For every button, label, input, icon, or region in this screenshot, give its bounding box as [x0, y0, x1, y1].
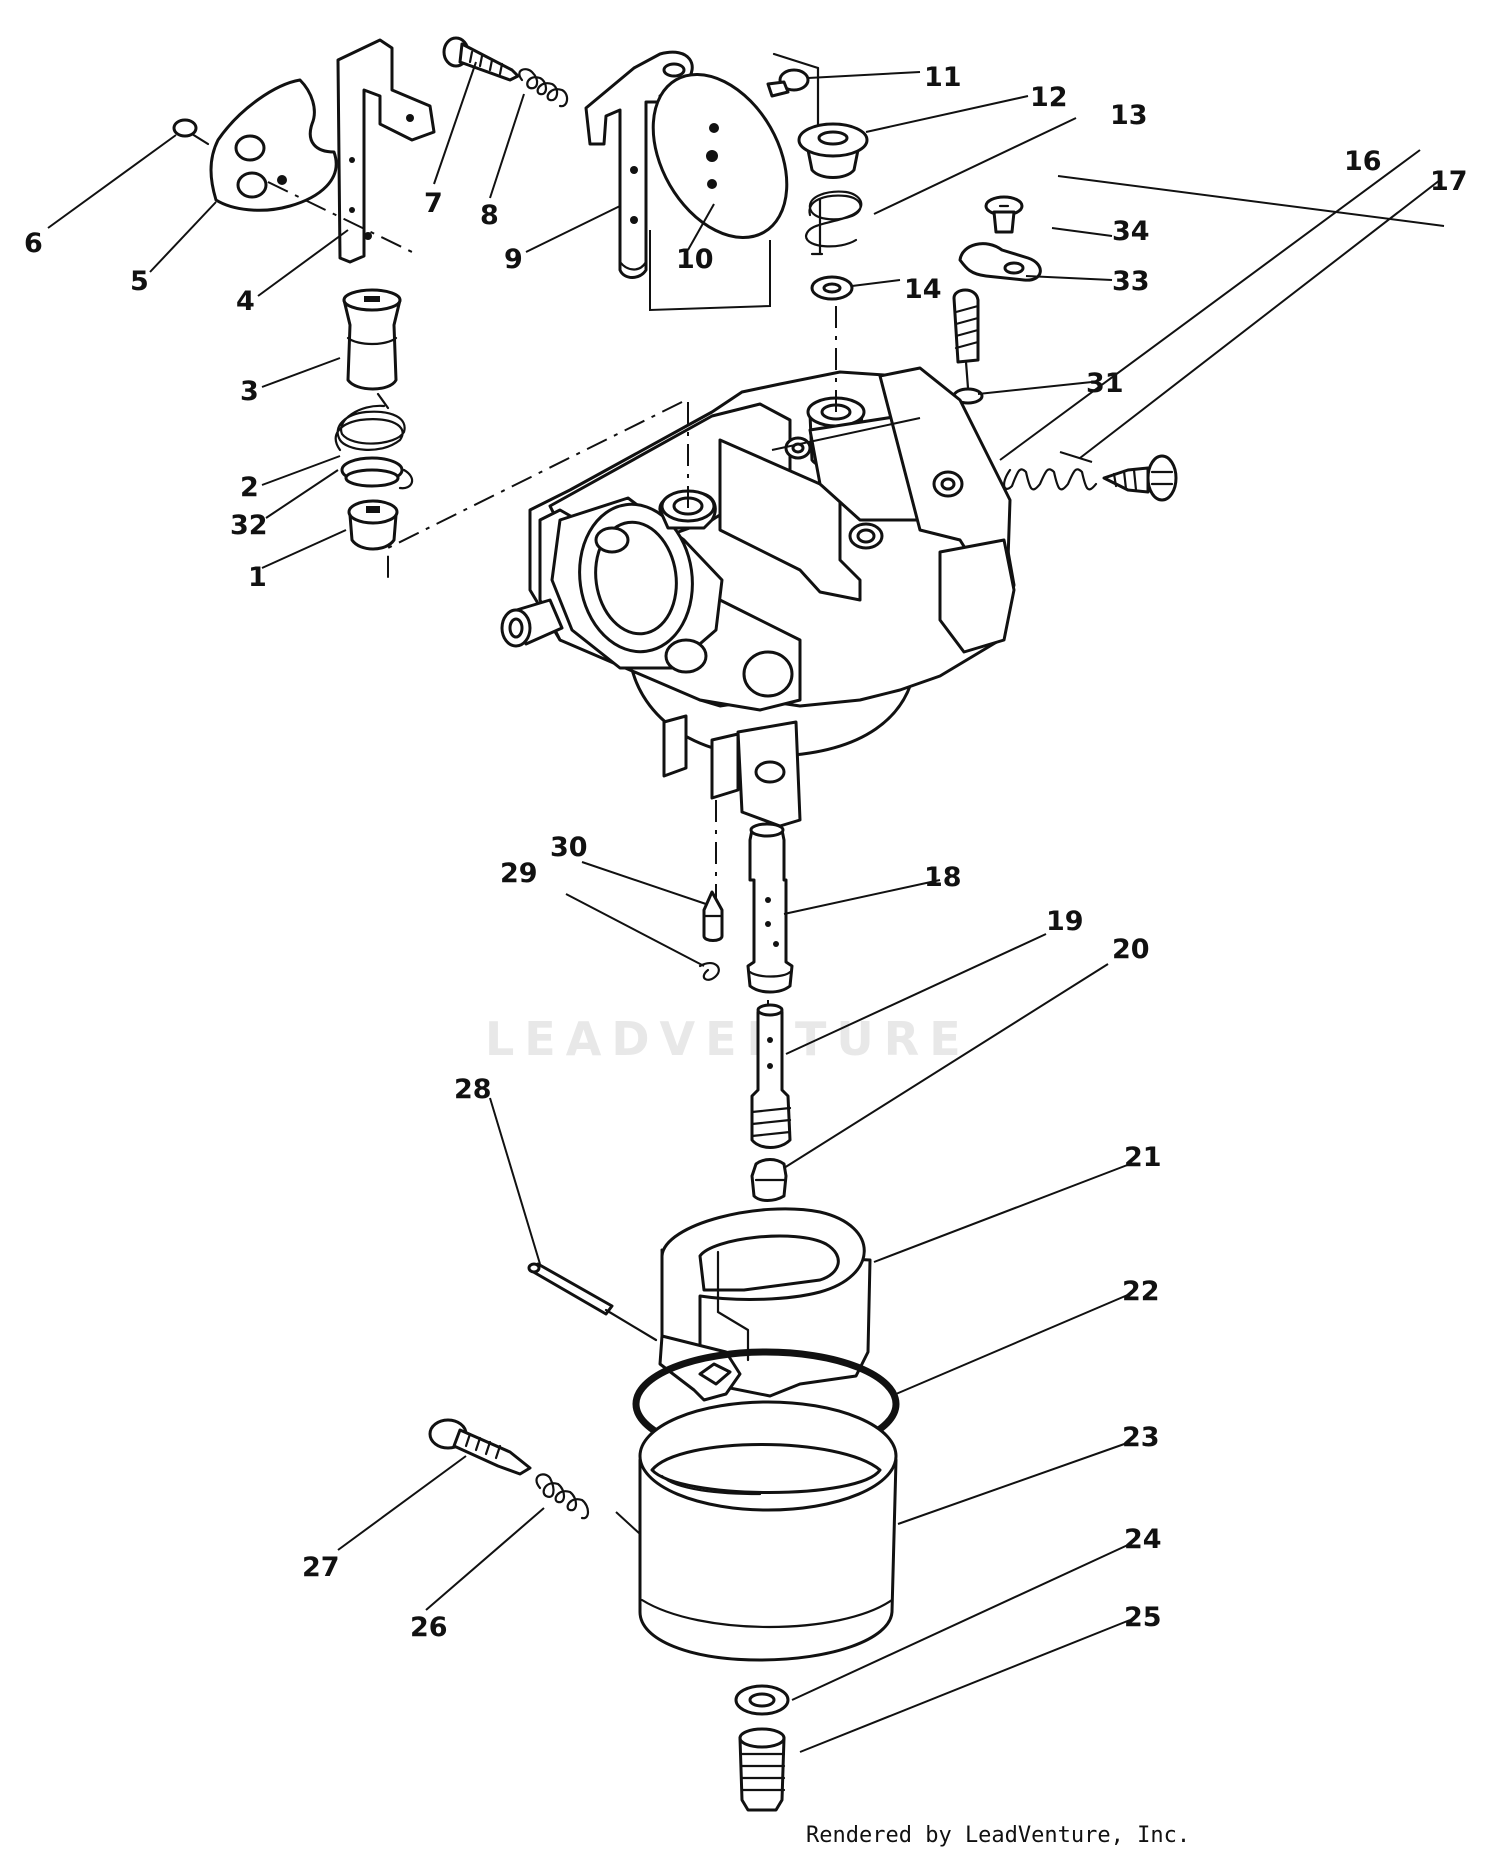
carburetor-body	[500, 366, 1016, 828]
callout-32: 31	[1086, 368, 1124, 399]
part-29-clip	[698, 961, 720, 981]
part-16-spring	[1003, 468, 1098, 491]
part-1-cap	[347, 499, 399, 551]
part-33-bracket	[958, 242, 1042, 282]
part-7-screw	[442, 36, 520, 82]
callout-21: 21	[1124, 1142, 1162, 1173]
callout-16: 16	[1344, 146, 1382, 177]
part-2-spring	[334, 392, 414, 490]
part-3-bushing	[342, 288, 402, 391]
callout-28: 28	[454, 1074, 492, 1105]
callout-6: 6	[24, 228, 43, 259]
part-19-emulsion-tube	[750, 1003, 792, 1149]
callout-3: 3	[240, 376, 259, 407]
part-34-screw	[984, 195, 1024, 234]
callout-30: 30	[550, 832, 588, 863]
callout-33: 33	[1112, 266, 1150, 297]
part-8-spring	[518, 68, 569, 108]
callout-5: 5	[130, 266, 149, 297]
callout-19: 19	[1046, 906, 1084, 937]
callout-13: 13	[1110, 100, 1148, 131]
part-11-screw	[766, 68, 810, 98]
callout-7: 7	[424, 188, 443, 219]
part-28-hinge-pin	[527, 1262, 614, 1316]
callout-34: 34	[1112, 216, 1150, 247]
watermark: LEADVENTURE	[485, 1012, 971, 1066]
part-32-idle-screw	[952, 288, 984, 405]
part-10-throttle-plate	[651, 72, 789, 240]
part-5-choke-plate	[209, 78, 338, 212]
callout-4: 4	[236, 286, 255, 317]
part-18-main-jet-tube	[746, 822, 794, 994]
callout-18: 18	[924, 862, 962, 893]
callout-14: 14	[904, 274, 942, 305]
part-21-float	[658, 1207, 872, 1402]
callout-labels: 6 5 4 3 2 32 1 7 8 9 10 11 12 13 14 16 1…	[24, 62, 1468, 1643]
callout-8: 8	[480, 200, 499, 231]
callout-2: 2	[240, 472, 259, 503]
part-17-screw	[1102, 454, 1178, 502]
callout-12: 12	[1030, 82, 1068, 113]
part-20-jet	[750, 1158, 788, 1202]
part-23-float-bowl	[638, 1400, 898, 1662]
part-27-adjusting-screw	[428, 1418, 532, 1476]
callout-11: 11	[924, 62, 962, 93]
part-24-washer	[734, 1684, 790, 1716]
part-31-seal	[340, 456, 404, 488]
part-26-spring	[535, 1473, 590, 1520]
part-9-throttle-shaft	[584, 50, 694, 279]
callout-24: 24	[1124, 1524, 1162, 1555]
part-4-choke-shaft	[336, 38, 436, 264]
callout-27: 27	[302, 1552, 340, 1583]
callout-17: 17	[1430, 166, 1468, 197]
callout-20: 20	[1112, 934, 1150, 965]
credit-text: Rendered by LeadVenture, Inc.	[806, 1823, 1190, 1848]
leader-lines	[47, 61, 1445, 1753]
callout-25: 25	[1124, 1602, 1162, 1633]
callout-31: 32	[230, 510, 268, 541]
callout-26: 26	[410, 1612, 448, 1643]
callout-10: 10	[676, 244, 714, 275]
part-12-bushing	[797, 122, 869, 179]
callout-9: 9	[504, 244, 523, 275]
part-6-screw	[172, 118, 210, 146]
part-25-bowl-nut	[738, 1727, 786, 1812]
callout-22: 22	[1122, 1276, 1160, 1307]
part-30-inlet-needle	[702, 890, 724, 942]
callout-1: 1	[248, 562, 267, 593]
callout-23: 23	[1122, 1422, 1160, 1453]
callout-29: 29	[500, 858, 538, 889]
part-13-spring	[804, 190, 863, 256]
